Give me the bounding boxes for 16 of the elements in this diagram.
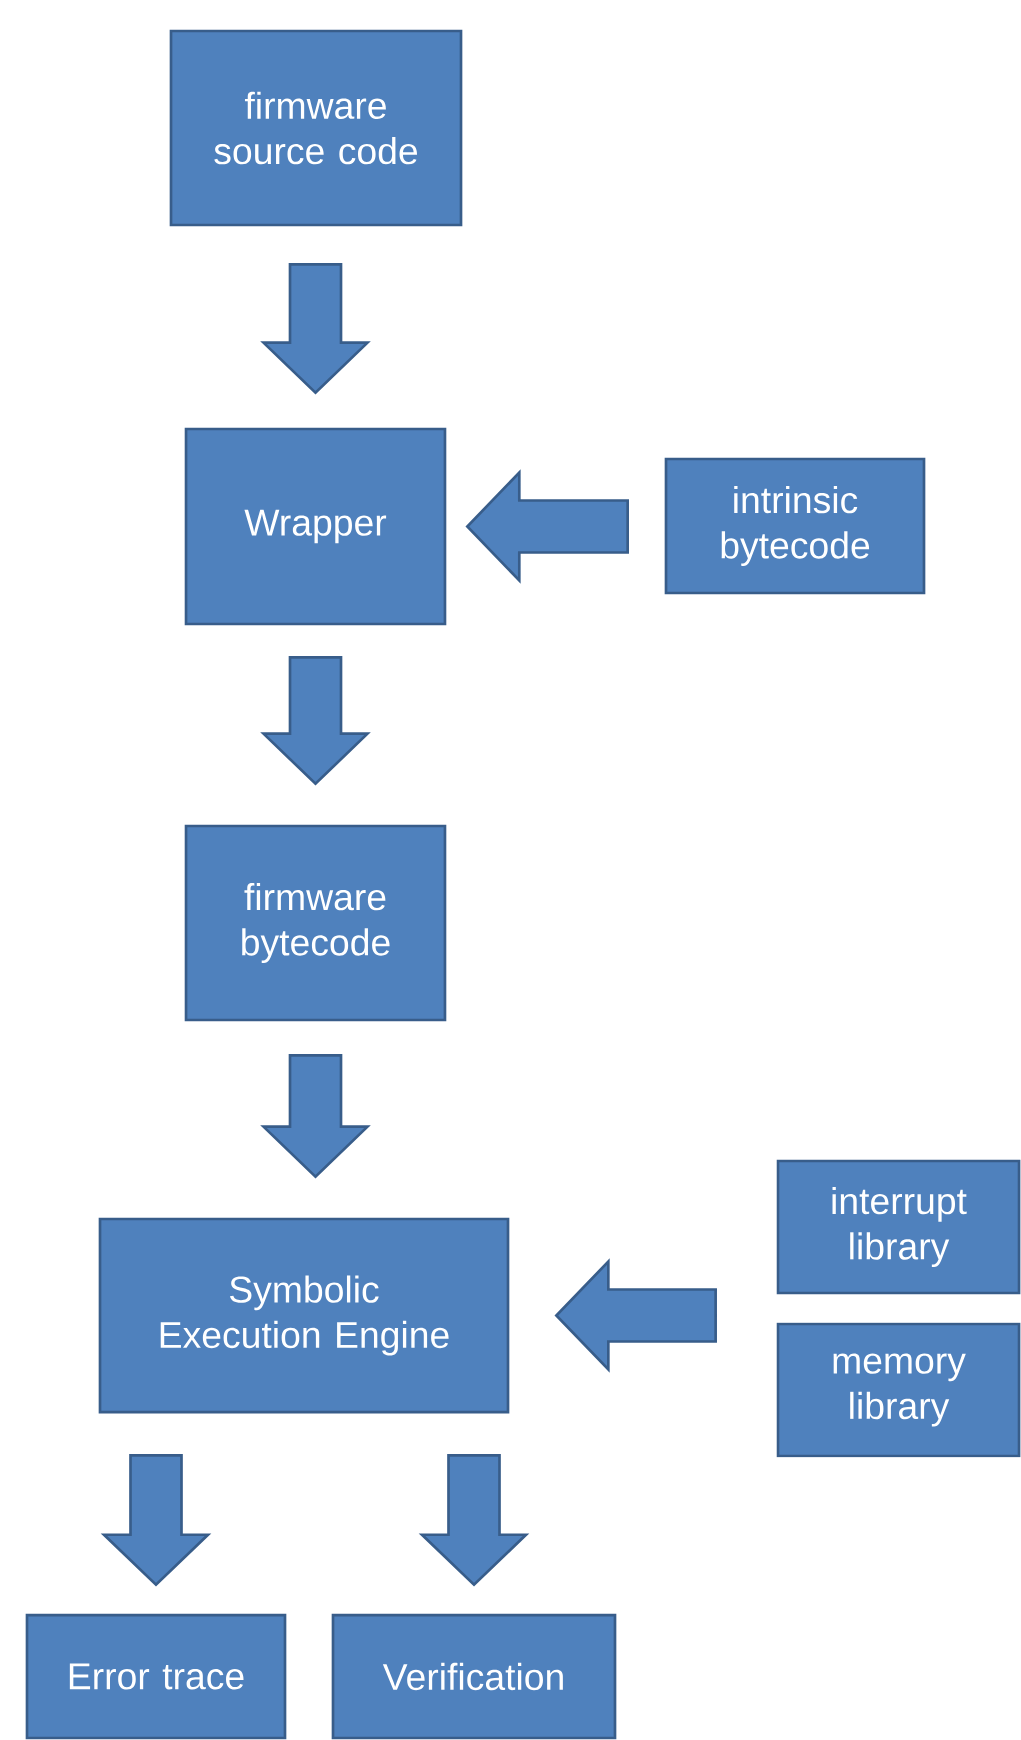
process-box: intrinsic bytecode <box>664 457 926 595</box>
block-arrow <box>260 1054 371 1179</box>
process-box: Symbolic Execution Engine <box>98 1217 510 1414</box>
block-arrow <box>554 1258 717 1373</box>
block-arrow <box>418 1454 530 1587</box>
block-arrow <box>260 263 371 395</box>
process-box: interrupt library <box>776 1159 1021 1295</box>
block-arrow <box>260 655 371 786</box>
process-box: memory library <box>776 1322 1021 1458</box>
process-box: Wrapper <box>184 427 447 626</box>
process-box: Error trace <box>25 1613 287 1740</box>
process-box: Verification <box>331 1613 617 1740</box>
block-arrow <box>465 469 629 584</box>
block-arrow <box>100 1454 212 1587</box>
process-box: firmware source code <box>169 29 463 227</box>
process-box: firmware bytecode <box>184 824 447 1022</box>
